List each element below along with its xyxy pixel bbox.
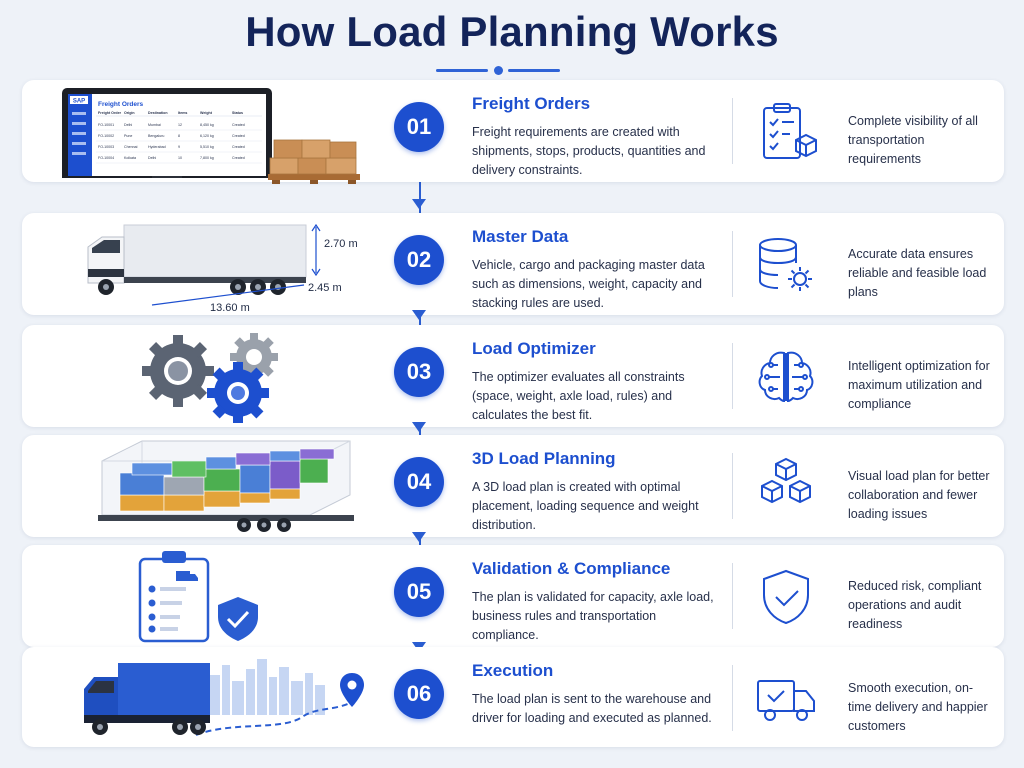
step-title: 3D Load Planning <box>472 449 616 468</box>
step-card-execution: 06 Execution The load plan is sent to th… <box>22 647 1004 747</box>
arrow-down-icon <box>412 199 426 209</box>
step-description: Freight requirements are created with sh… <box>472 125 706 177</box>
screen-table-cell: Mumbai <box>148 123 161 127</box>
step-card-master-data: 2.70 m 2.45 m 13.60 m 02 Master Data Veh… <box>22 213 1004 320</box>
screen-column-header: Items <box>178 111 187 115</box>
screen-table-cell: Bengaluru <box>148 134 164 138</box>
step-title: Master Data <box>472 227 569 246</box>
delivery-truck-check-icon <box>757 680 815 721</box>
step-card-3d-load-planning: 04 3D Load Planning A 3D load plan is cr… <box>22 435 1004 542</box>
step-number-badge: 06 <box>394 669 444 719</box>
gears-illustration <box>142 333 278 423</box>
page-title: How Load Planning Works <box>245 8 779 55</box>
step-description: The optimizer evaluates all constraints … <box>472 370 685 422</box>
title-underline <box>436 66 562 75</box>
step-number-badge: 04 <box>394 457 444 507</box>
screen-table-cell: Delhi <box>124 123 132 127</box>
step-description: A 3D load plan is created with optimal p… <box>472 480 699 532</box>
screen-column-header: Origin <box>124 111 135 115</box>
pallet-boxes-illustration <box>268 139 360 184</box>
dimension-width: 2.45 m <box>308 282 342 294</box>
step-number-badge: 02 <box>394 235 444 285</box>
screen-table-cell: 8,450 kg <box>200 123 214 127</box>
screen-table-cell: 6,120 kg <box>200 134 214 138</box>
screen-table-cell: Kolkata <box>124 156 136 160</box>
benefit-text: Intelligent optimization for maximum uti… <box>848 359 990 411</box>
benefit-text: Accurate data ensures reliable and feasi… <box>848 247 987 299</box>
stacked-boxes-icon <box>761 457 811 504</box>
arrow-down-icon <box>412 310 426 320</box>
shield-check-icon <box>763 569 809 625</box>
screen-table-cell: FO-10002 <box>98 134 114 138</box>
step-description: Vehicle, cargo and packaging master data… <box>472 258 705 310</box>
screen-heading: Freight Orders <box>98 101 144 108</box>
step-title: Validation & Compliance <box>472 559 671 578</box>
screen-table-cell: Delhi <box>148 156 156 160</box>
screen-table-cell: FO-10004 <box>98 156 114 160</box>
truck-route-city-illustration <box>84 659 364 736</box>
benefit-text: Complete visibility of all transportatio… <box>848 114 978 166</box>
step-title: Execution <box>472 661 554 680</box>
arrow-down-icon <box>412 532 426 542</box>
screen-table-cell: FO-10003 <box>98 145 114 149</box>
screen-table-cell: 8 <box>178 134 180 138</box>
screen-table-cell: Created <box>232 123 245 127</box>
step-description: The load plan is sent to the warehouse a… <box>472 692 712 725</box>
screen-table-cell: FO-10001 <box>98 123 114 127</box>
dimension-length: 13.60 m <box>210 302 250 311</box>
benefit-text: Smooth execution, on-time delivery and h… <box>848 681 988 733</box>
screen-table-cell: 5,510 kg <box>200 145 214 149</box>
trailer-3d-load-illustration <box>98 440 354 532</box>
screen-table-cell: 12 <box>178 123 182 127</box>
screen-table-cell: 10 <box>178 156 182 160</box>
brain-circuit-icon <box>758 351 814 403</box>
step-title: Load Optimizer <box>472 339 596 358</box>
clipboard-shield-illustration <box>138 551 258 643</box>
screen-table-cell: Chennai <box>124 145 138 149</box>
step-title: Freight Orders <box>472 94 591 113</box>
screen-column-header: Weight <box>200 111 213 115</box>
database-gear-icon <box>759 238 812 291</box>
screen-table-cell: 9 <box>178 145 180 149</box>
step-card-validation-compliance: 05 Validation & Compliance The plan is v… <box>22 545 1004 652</box>
dimension-height: 2.70 m <box>324 238 358 250</box>
step-number-badge: 03 <box>394 347 444 397</box>
screen-table-cell: Created <box>232 145 245 149</box>
truck-with-dimensions-illustration: 2.70 m 2.45 m 13.60 m <box>87 223 358 311</box>
screen-table-cell: Created <box>232 134 245 138</box>
screen-column-header: Freight Order <box>98 111 122 115</box>
benefit-text: Visual load plan for better collaboratio… <box>848 469 990 521</box>
benefit-text: Reduced risk, compliant operations and a… <box>848 579 982 631</box>
screen-table-cell: 7,800 kg <box>200 156 214 160</box>
arrow-down-icon <box>412 422 426 432</box>
screen-table-cell: Created <box>232 156 245 160</box>
step-description: The plan is validated for capacity, axle… <box>472 590 714 642</box>
step-number-badge: 05 <box>394 567 444 617</box>
step-number-badge: 01 <box>394 102 444 152</box>
screen-table-cell: Hyderabad <box>148 145 166 149</box>
screen-table-cell: Pune <box>124 134 132 138</box>
screen-logo: SAP <box>73 99 85 105</box>
screen-column-header: Status <box>232 111 243 115</box>
screen-column-header: Destination <box>148 111 168 115</box>
step-card-load-optimizer: 03 Load Optimizer The optimizer evaluate… <box>22 325 1004 432</box>
clipboard-checklist-icon <box>763 103 817 159</box>
